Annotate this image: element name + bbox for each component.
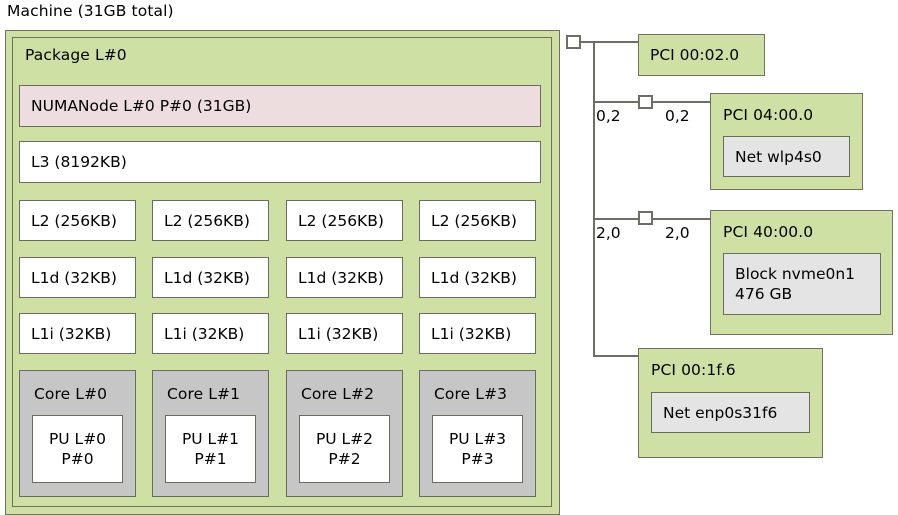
tree-link xyxy=(593,41,638,43)
l1i-cache-box: L1i (32KB) xyxy=(286,313,403,354)
l1d-cache-label: L1d (32KB) xyxy=(31,268,117,287)
pu-label: PU L#3 P#3 xyxy=(448,430,507,468)
pu-label: PU L#1 P#1 xyxy=(181,430,240,468)
l2-cache-label: L2 (256KB) xyxy=(164,211,250,230)
numanode-label: NUMANode L#0 P#0 (31GB) xyxy=(31,97,252,115)
bandwidth-label: 0,2 xyxy=(665,107,690,125)
l1i-cache-label: L1i (32KB) xyxy=(431,324,512,343)
core-label: Core L#2 xyxy=(301,385,375,403)
l2-cache-label: L2 (256KB) xyxy=(31,211,117,230)
l3-cache-box: L3 (8192KB) xyxy=(19,141,541,183)
tree-trunk xyxy=(593,41,595,356)
pu-box: PU L#0 P#0 xyxy=(32,415,123,483)
osdev-box: Net wlp4s0 xyxy=(723,136,850,177)
core-label: Core L#0 xyxy=(34,385,108,403)
pu-box: PU L#3 P#3 xyxy=(432,415,523,483)
l1d-cache-box: L1d (32KB) xyxy=(419,257,536,298)
tree-link xyxy=(593,355,639,357)
tree-link xyxy=(581,41,595,43)
pci-label: PCI 00:02.0 xyxy=(650,46,740,64)
bandwidth-label: 2,0 xyxy=(665,224,690,242)
l3-cache-label: L3 (8192KB) xyxy=(31,153,127,171)
osdev-box: Block nvme0n1 476 GB xyxy=(723,253,881,315)
osdev-label: Net enp0s31f6 xyxy=(663,403,778,422)
pci-bridge-icon xyxy=(638,95,653,109)
tree-link xyxy=(593,101,639,103)
l1d-cache-box: L1d (32KB) xyxy=(152,257,269,298)
machine-title: Machine (31GB total) xyxy=(7,2,174,20)
l2-cache-label: L2 (256KB) xyxy=(298,211,384,230)
l1d-cache-box: L1d (32KB) xyxy=(19,257,136,298)
pu-label: PU L#2 P#2 xyxy=(315,430,374,468)
l2-cache-box: L2 (256KB) xyxy=(19,200,136,241)
bandwidth-label: 0,2 xyxy=(596,107,621,125)
l2-cache-box: L2 (256KB) xyxy=(286,200,403,241)
l1i-cache-label: L1i (32KB) xyxy=(164,324,245,343)
tree-link xyxy=(653,218,711,220)
osdev-label: Block nvme0n1 476 GB xyxy=(735,265,856,303)
osdev-box: Net enp0s31f6 xyxy=(651,392,810,433)
l1i-cache-box: L1i (32KB) xyxy=(152,313,269,354)
l1i-cache-box: L1i (32KB) xyxy=(419,313,536,354)
pci-bridge-icon xyxy=(638,211,653,225)
core-label: Core L#3 xyxy=(434,385,508,403)
l1i-cache-label: L1i (32KB) xyxy=(298,324,379,343)
pci-label: PCI 40:00.0 xyxy=(723,223,814,241)
package-label: Package L#0 xyxy=(25,46,127,64)
pci-label: PCI 00:1f.6 xyxy=(651,361,736,379)
tree-link xyxy=(653,101,711,103)
pci-label: PCI 04:00.0 xyxy=(723,106,814,124)
numanode-box: NUMANode L#0 P#0 (31GB) xyxy=(19,85,541,127)
l2-cache-box: L2 (256KB) xyxy=(419,200,536,241)
l1d-cache-label: L1d (32KB) xyxy=(431,268,517,287)
l1d-cache-box: L1d (32KB) xyxy=(286,257,403,298)
host-bridge-icon xyxy=(566,35,581,49)
pu-box: PU L#2 P#2 xyxy=(299,415,390,483)
pu-box: PU L#1 P#1 xyxy=(165,415,256,483)
l2-cache-box: L2 (256KB) xyxy=(152,200,269,241)
pci-box: PCI 00:02.0 xyxy=(638,34,765,76)
core-label: Core L#1 xyxy=(167,385,241,403)
l1i-cache-box: L1i (32KB) xyxy=(19,313,136,354)
bandwidth-label: 2,0 xyxy=(596,224,621,242)
l1d-cache-label: L1d (32KB) xyxy=(298,268,384,287)
tree-link xyxy=(593,218,639,220)
l1i-cache-label: L1i (32KB) xyxy=(31,324,112,343)
l2-cache-label: L2 (256KB) xyxy=(431,211,517,230)
l1d-cache-label: L1d (32KB) xyxy=(164,268,250,287)
pu-label: PU L#0 P#0 xyxy=(48,430,107,468)
osdev-label: Net wlp4s0 xyxy=(735,147,822,166)
